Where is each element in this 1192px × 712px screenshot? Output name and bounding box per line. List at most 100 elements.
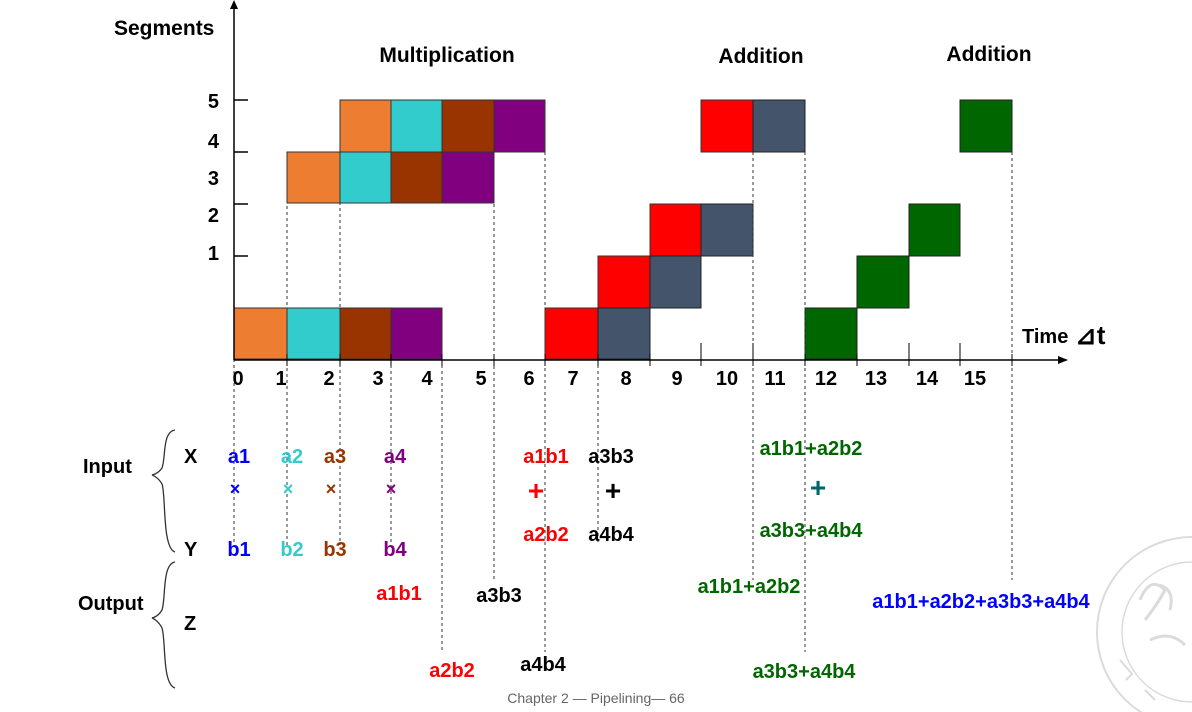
- output-label: Output: [78, 593, 144, 615]
- block-add1-step2: [597, 255, 651, 309]
- university-seal-watermark: [1096, 536, 1192, 712]
- input-y-sum34: a3b3+a4b4: [760, 520, 864, 542]
- input-x-a3b3: a3b3: [588, 446, 634, 468]
- phase-title-multiplication: Multiplication: [379, 44, 514, 67]
- input-x-a3: a3: [324, 446, 346, 468]
- output-sum34: a3b3+a4b4: [753, 661, 857, 683]
- x-tick-label: 11: [764, 368, 785, 390]
- y-tick-label: 2: [208, 205, 219, 227]
- x-tick-label: 4: [421, 368, 433, 390]
- times-icon: ×: [386, 479, 397, 499]
- pipeline-blocks: [233, 99, 1013, 360]
- z-row-label: Z: [184, 613, 196, 635]
- input-y-b2: b2: [280, 539, 303, 561]
- addition-inputs: a1b1 a3b3 + + a2b2 a4b4 a1b1+a2b2 + a3b3…: [523, 438, 863, 546]
- y-tick-label: 1: [208, 243, 219, 265]
- output-final-sum: a1b1+a2b2+a3b3+a4b4: [872, 591, 1090, 613]
- x-tick-label: 9: [671, 368, 682, 390]
- x-axis-arrow-icon: [1058, 356, 1068, 364]
- multiplication-inputs: a1 a2 a3 a4 × × × × b1 b2 b3 b4: [227, 446, 407, 561]
- dashed-guides: [233, 100, 1013, 652]
- y-tick-label: 5: [208, 91, 219, 113]
- block-add3-seg1: [804, 307, 858, 360]
- x-tick-label: 13: [865, 368, 887, 390]
- x-tick-label: 0: [232, 368, 243, 390]
- input-y-b1: b1: [227, 539, 250, 561]
- x-tick-label: 3: [372, 368, 383, 390]
- x-tick-label: 6: [523, 368, 534, 390]
- output-a3b3: a3b3: [476, 585, 522, 607]
- input-x-a4: a4: [384, 446, 407, 468]
- input-y-b4: b4: [383, 539, 407, 561]
- block-add1-seg2: [649, 203, 702, 257]
- block-add2-step2: [649, 255, 702, 309]
- input-x-a1b1: a1b1: [523, 446, 569, 468]
- block-a4b4-seg5: [493, 99, 546, 153]
- x-row-label: X: [184, 446, 198, 468]
- input-brace: [151, 429, 176, 553]
- slide-footer: Chapter 2 — Pipelining— 66: [507, 690, 685, 706]
- times-icon: ×: [326, 479, 337, 499]
- block-add1-seg1: [544, 307, 599, 360]
- y-axis-title: Segments: [114, 17, 214, 40]
- input-y-a2b2: a2b2: [523, 524, 569, 546]
- y-tick-labels: 5 4 3 2 1: [208, 91, 220, 265]
- x-tick-label: 15: [964, 368, 986, 390]
- outputs: a1b1 a2b2 a3b3 a4b4 a1b1+a2b2 a3b3+a4b4 …: [376, 576, 1090, 683]
- plus-icon: +: [528, 475, 544, 506]
- block-a1b1-seg1: [233, 307, 288, 360]
- input-x-sum12: a1b1+a2b2: [760, 438, 863, 460]
- x-tick-label: 1: [275, 368, 286, 390]
- x-tick-label: 10: [716, 368, 738, 390]
- block-a2b2-seg3: [339, 151, 392, 204]
- y-tick-marks: [234, 99, 248, 257]
- input-y-b3: b3: [323, 539, 346, 561]
- plus-icon: +: [605, 475, 621, 506]
- x-tick-label: 5: [475, 368, 486, 390]
- block-a1b1-seg5: [339, 99, 392, 153]
- output-a4b4: a4b4: [520, 654, 566, 676]
- block-add1-seg5: [700, 99, 754, 153]
- y-axis-arrow-icon: [230, 0, 238, 9]
- input-y-a4b4: a4b4: [588, 524, 634, 546]
- x-tick-label: 14: [916, 368, 939, 390]
- x-tick-marks: [286, 343, 1013, 366]
- block-add2-seg2: [700, 203, 754, 257]
- x-tick-label: 7: [567, 368, 578, 390]
- block-add2-seg5: [752, 99, 806, 153]
- block-a3b3-seg1: [339, 307, 392, 360]
- block-a3b3-seg5: [441, 99, 495, 153]
- output-brace: [151, 561, 176, 689]
- x-tick-label: 12: [815, 368, 837, 390]
- phase-titles: Multiplication Addition Addition: [379, 43, 1031, 68]
- block-add3-seg2: [908, 203, 961, 257]
- output-a1b1: a1b1: [376, 583, 422, 605]
- block-add3-step2: [856, 255, 910, 309]
- axes: Segments 5 4 3 2 1 0 1 2 3 4 5 6 7 8 9 1…: [114, 0, 1106, 390]
- block-a4b4-seg3: [441, 151, 495, 204]
- block-add3-seg5: [959, 99, 1013, 153]
- x-tick-label: 8: [620, 368, 631, 390]
- block-a1b1-seg3: [286, 151, 341, 204]
- y-tick-label: 4: [208, 131, 220, 153]
- plus-icon: +: [810, 472, 826, 503]
- y-tick-label: 3: [208, 168, 219, 190]
- block-add2-seg1: [597, 307, 651, 360]
- block-a3b3-seg3: [390, 151, 443, 204]
- row-labels: Input Output X Y Z: [78, 446, 198, 635]
- phase-title-addition-1: Addition: [718, 45, 803, 68]
- delta-t-symbol: ⊿t: [1075, 320, 1106, 350]
- times-icon: ×: [230, 479, 241, 499]
- x-tick-labels: 0 1 2 3 4 5 6 7 8 9 10 11 12 13 14 15: [232, 368, 986, 390]
- input-x-a2: a2: [281, 446, 303, 468]
- x-tick-label: 2: [323, 368, 334, 390]
- input-x-a1: a1: [228, 446, 250, 468]
- block-a2b2-seg5: [390, 99, 443, 153]
- output-a2b2: a2b2: [429, 660, 475, 682]
- input-label: Input: [83, 456, 132, 478]
- times-icon: ×: [283, 479, 294, 499]
- y-row-label: Y: [184, 539, 198, 561]
- block-a2b2-seg1: [286, 307, 341, 360]
